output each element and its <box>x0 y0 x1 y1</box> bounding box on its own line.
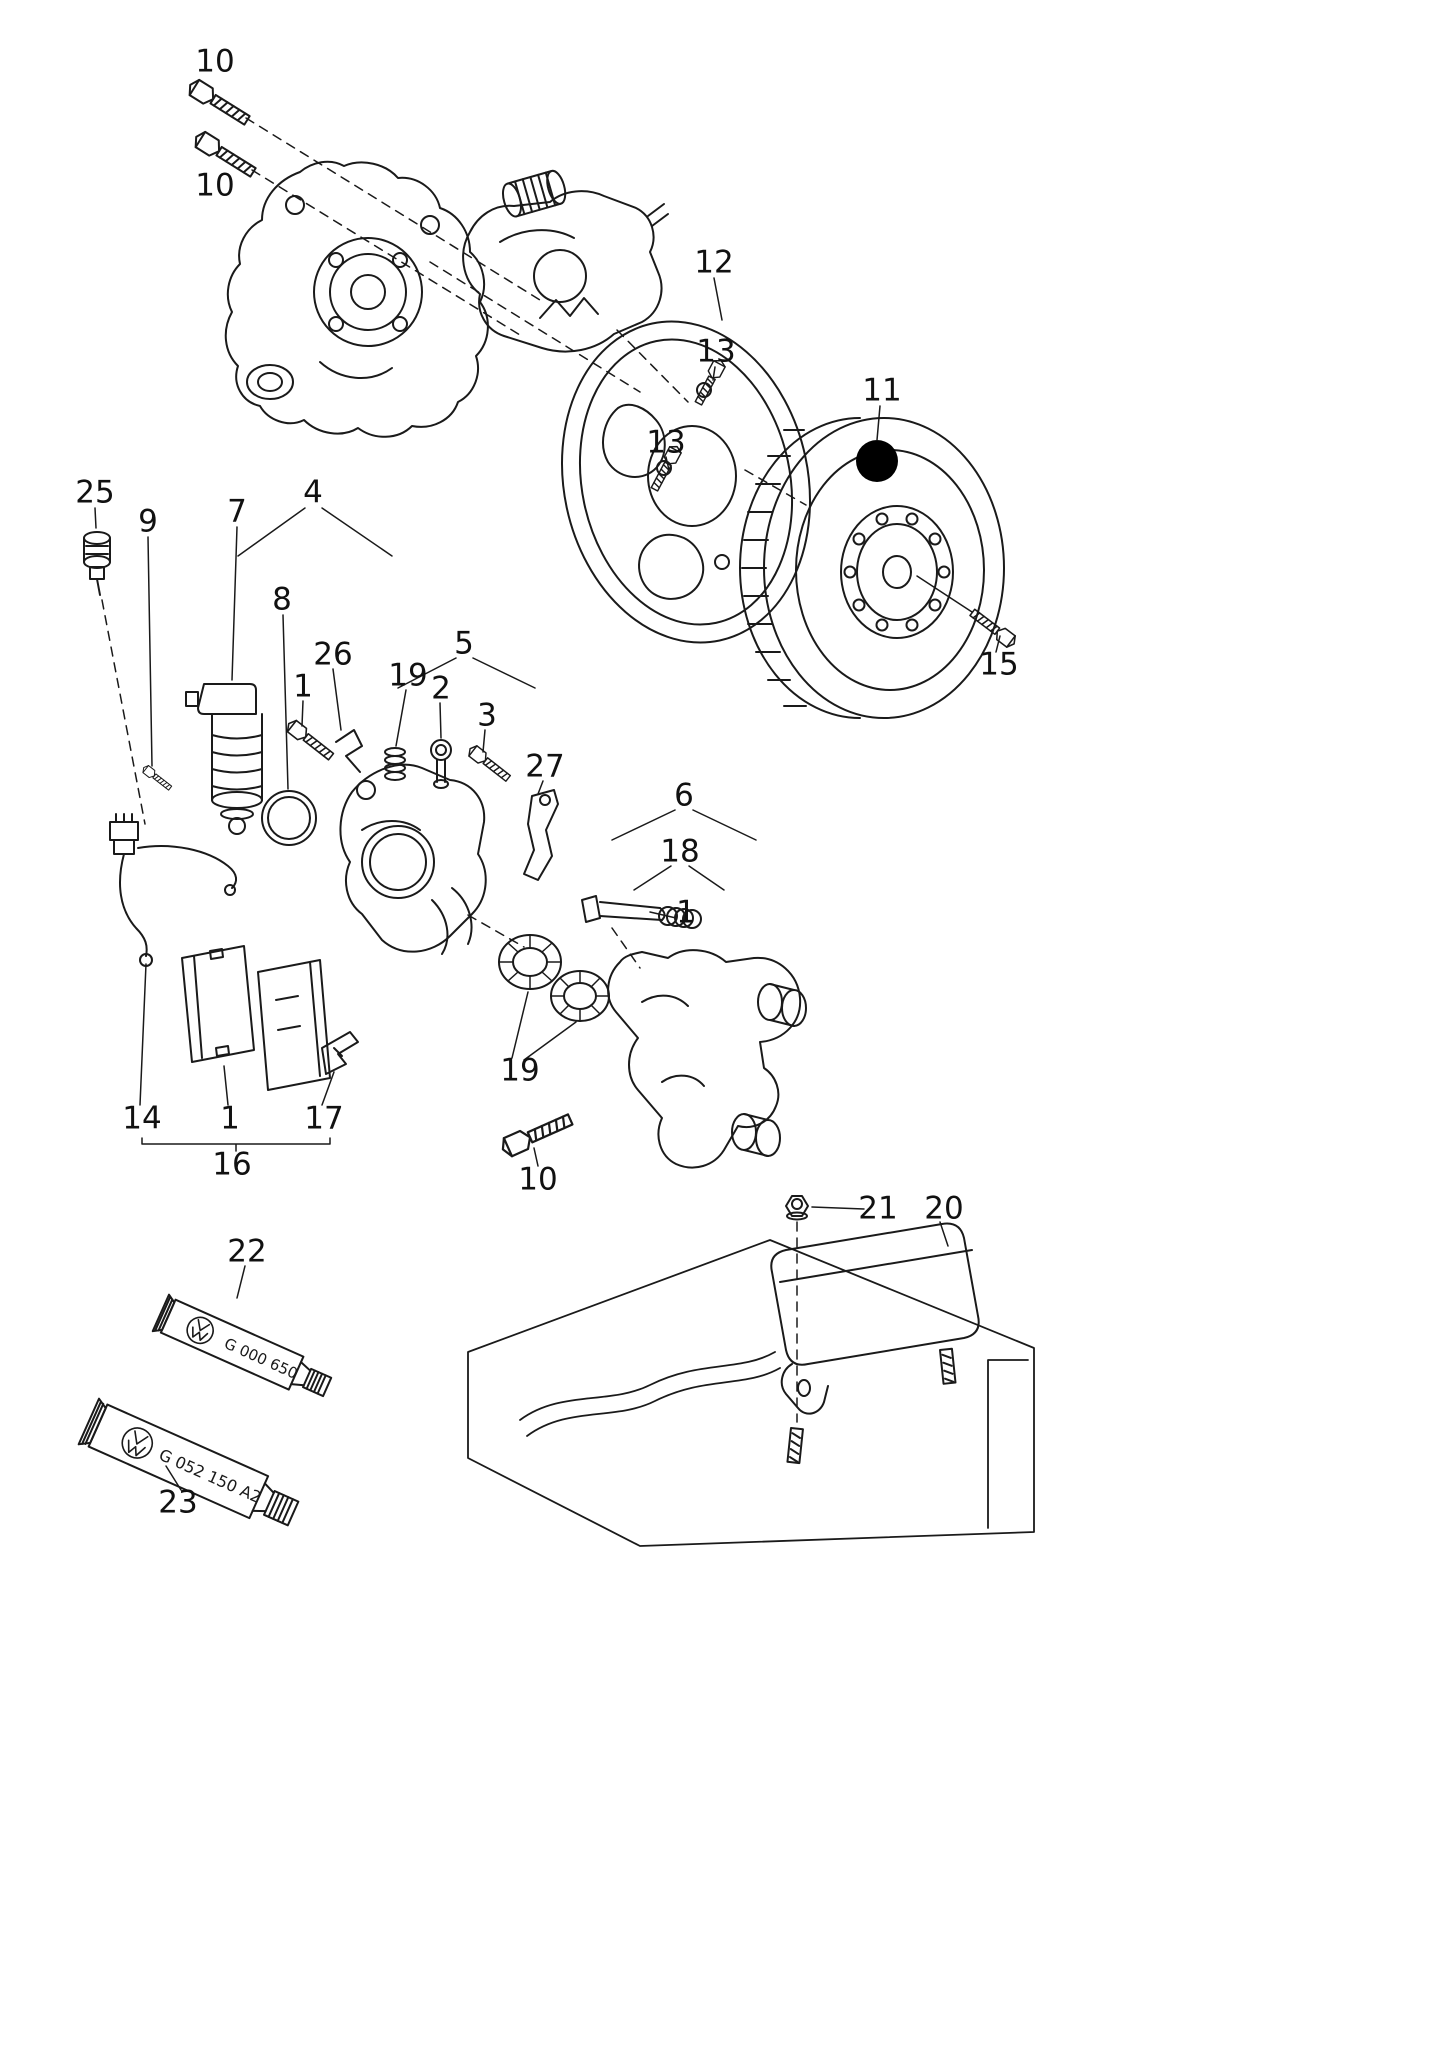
callout-15: 15 <box>979 646 1019 683</box>
disc-set-bolt-15 <box>916 575 1020 651</box>
guide-bushes-19 <box>498 934 610 1022</box>
assembly-axis-lines <box>101 117 807 1423</box>
body-panel-outline <box>467 1239 1035 1547</box>
grease-tube-22: G 000 650 <box>151 1293 333 1398</box>
screw-9 <box>140 763 174 793</box>
retaining-spring-26 <box>335 729 363 773</box>
carrier-bolt-10 <box>497 1109 576 1160</box>
callout-10-c: 10 <box>518 1161 558 1198</box>
position-marker-dot <box>856 440 898 482</box>
callout-13-a: 13 <box>696 333 736 370</box>
wear-lead-bracket-27 <box>523 789 559 881</box>
callout-2: 2 <box>431 670 451 707</box>
caliper-assembly-top <box>462 169 669 353</box>
callout-3: 3 <box>477 697 497 734</box>
callout-27: 27 <box>525 748 565 785</box>
callout-23: 23 <box>158 1484 198 1521</box>
vw-logo-icon <box>186 1316 214 1345</box>
callout-10-b: 10 <box>195 167 235 204</box>
bolt-icon <box>967 606 1020 651</box>
hex-nut-21 <box>785 1195 809 1217</box>
tube-22-code: G 000 650 <box>221 1334 300 1382</box>
pad-retainer-17 <box>321 1031 359 1075</box>
parking-brake-motor <box>185 683 263 835</box>
threaded-stud <box>786 1427 804 1465</box>
callout-7: 7 <box>227 493 247 530</box>
callout-4: 4 <box>303 474 323 511</box>
brake-carrier <box>607 949 807 1169</box>
callout-20: 20 <box>924 1190 964 1227</box>
callout-leader-lines <box>94 277 1001 1491</box>
control-module-group <box>770 1195 980 1465</box>
callout-10-a: 10 <box>195 43 235 80</box>
callout-26: 26 <box>313 636 353 673</box>
sensor-harness <box>109 813 238 967</box>
hub-bolts-10 <box>184 76 259 182</box>
caliper-housing <box>339 763 487 955</box>
vw-logo-icon <box>121 1427 154 1459</box>
callout-18: 18 <box>660 833 700 870</box>
bolt-1-icon <box>283 717 337 764</box>
callout-6: 6 <box>674 777 694 814</box>
callout-16: 16 <box>212 1146 252 1183</box>
bolt-icon <box>184 76 253 130</box>
callout-5: 5 <box>454 625 474 662</box>
bolt-3-icon <box>465 742 513 785</box>
speed-sensor-25 <box>83 531 111 596</box>
brake-splash-shield <box>561 320 811 644</box>
callout-1-b: 1 <box>676 894 696 931</box>
callout-21: 21 <box>858 1190 898 1227</box>
callout-8: 8 <box>272 581 292 618</box>
callout-12: 12 <box>694 244 734 281</box>
guide-pin-2 <box>430 739 452 789</box>
callout-19-b: 19 <box>500 1052 540 1089</box>
o-ring-8 <box>261 790 317 846</box>
brake-pads <box>181 945 331 1091</box>
callout-25: 25 <box>75 474 115 511</box>
guide-pin-18 <box>581 895 702 929</box>
threaded-stud <box>939 1347 957 1385</box>
callout-11: 11 <box>862 372 902 409</box>
callout-14: 14 <box>122 1100 162 1137</box>
callout-9: 9 <box>138 503 158 540</box>
brake-disc <box>739 417 1005 719</box>
callout-22: 22 <box>227 1233 267 1270</box>
callout-17: 17 <box>304 1100 344 1137</box>
callout-1-a: 1 <box>293 668 313 705</box>
control-module-20 <box>770 1222 980 1366</box>
callout-13-b: 13 <box>646 424 686 461</box>
callout-19-a: 19 <box>388 657 428 694</box>
caliper-small-parts <box>283 717 513 789</box>
wheel-bearing-housing <box>224 160 489 438</box>
callout-1-c: 1 <box>220 1100 240 1137</box>
